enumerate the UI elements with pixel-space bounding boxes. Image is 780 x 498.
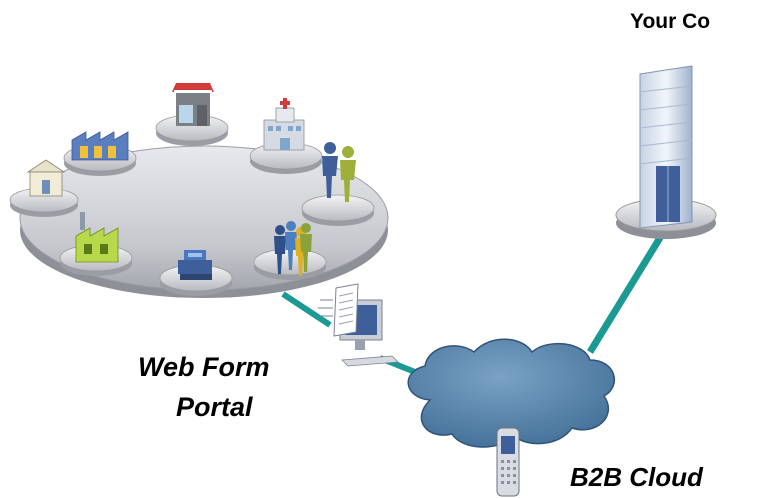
people-group-icon <box>274 221 312 276</box>
portal-label-line2: Portal <box>176 392 253 422</box>
connector-platform-to-portal <box>281 291 332 328</box>
connector-cloud-to-company <box>587 226 669 354</box>
shop-icon <box>172 83 214 126</box>
office-tower-icon <box>639 65 693 229</box>
pad-handshake <box>301 194 375 226</box>
warehouse-icon <box>71 131 129 161</box>
factory-icon <box>75 212 119 263</box>
cloud-icon <box>407 338 615 448</box>
mobile-phone-icon <box>496 427 520 497</box>
partner-pads <box>9 114 375 296</box>
cloud-label: B2B Cloud <box>570 462 703 492</box>
hospital-icon <box>263 98 305 151</box>
bank-icon <box>26 159 66 197</box>
cash-register-icon <box>178 250 212 280</box>
handshake-people-icon <box>322 142 356 202</box>
company-label: Your Co <box>630 10 711 33</box>
portal-label-line1: Web Form <box>138 352 270 382</box>
document-icon <box>318 283 359 337</box>
